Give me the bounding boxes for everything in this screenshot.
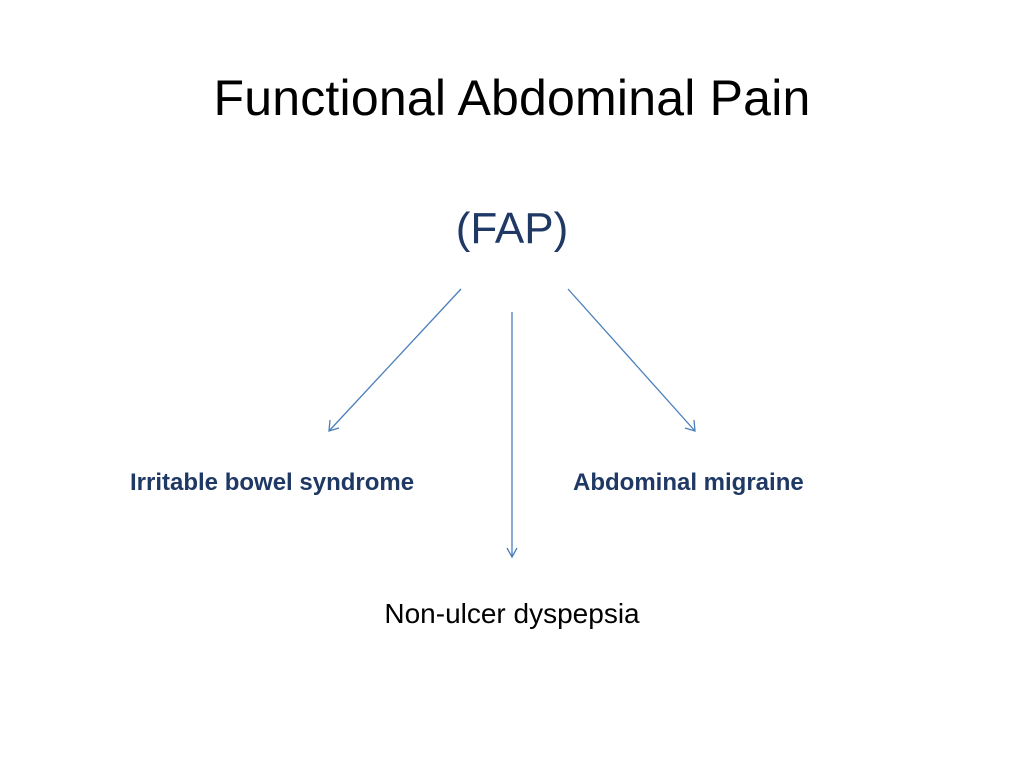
node-non-ulcer-dyspepsia: Non-ulcer dyspepsia (384, 598, 640, 629)
slide-subtitle: (FAP) (455, 204, 569, 253)
arrow-to-irritable-bowel-syndrome (328, 288, 462, 432)
arrow-to-abdominal-migraine (567, 288, 696, 432)
arrow-to-non-ulcer-dyspepsia (506, 312, 518, 559)
node-irritable-bowel-syndrome: Irritable bowel syndrome (130, 469, 415, 496)
slide-title: Functional Abdominal Pain (213, 70, 811, 126)
node-abdominal-migraine: Abdominal migraine (573, 469, 804, 496)
